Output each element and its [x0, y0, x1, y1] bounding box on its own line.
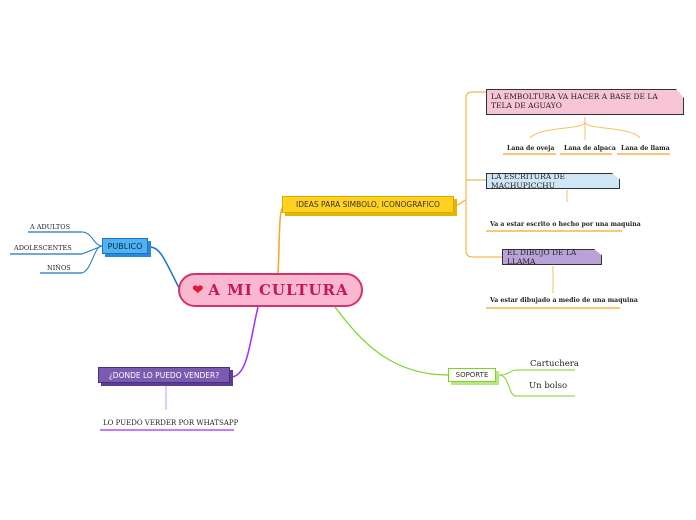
- leaf-un-bolso[interactable]: Un bolso: [529, 381, 568, 391]
- leaf-lana-alpaca[interactable]: Lana de alpaca: [564, 145, 616, 152]
- topic-publico[interactable]: PUBLICO: [102, 238, 148, 254]
- topic-ideas[interactable]: IDEAS PARA SIMBOLO, ICONOGRAFICO: [282, 196, 454, 213]
- central-topic-label: A MI CULTURA: [208, 281, 349, 299]
- link-ideas-bracket: [455, 91, 486, 206]
- link-soporte-children: [498, 369, 575, 397]
- leaf-escrito-maquina[interactable]: Va a estar escrito o hecho por una maqui…: [490, 221, 641, 228]
- leaf-adolescentes[interactable]: ADOLESCENTES: [14, 244, 72, 252]
- leaf-lana-llama[interactable]: Lana de llama: [621, 145, 670, 152]
- leaf-ninos[interactable]: NIÑOS: [47, 264, 71, 272]
- link-ideas-dibujo: [465, 200, 502, 258]
- topic-ideas-label: IDEAS PARA SIMBOLO, ICONOGRAFICO: [296, 200, 440, 209]
- leaf-cartuchera[interactable]: Cartuchera: [530, 359, 579, 369]
- link-publico-children: [81, 231, 103, 274]
- subtopic-dibujo-label: EL DIBUJO DE LA LLAMA: [507, 248, 577, 266]
- topic-soporte-label: SOPORTE: [455, 371, 489, 379]
- leaf-adultos[interactable]: A ADULTOS: [30, 223, 71, 231]
- link-central-soporte: [334, 306, 449, 376]
- subtopic-emboltura[interactable]: LA EMBOLTURA VA HACER A BASE DE LA TELA …: [486, 89, 684, 115]
- topic-donde-label: ¿DONDE LO PUEDO VENDER?: [108, 370, 220, 380]
- heart-icon: ❤: [192, 282, 205, 298]
- link-central-publico: [149, 246, 181, 291]
- subtopic-escritura[interactable]: LA ESCRITURA DE MACHUPICCHU: [486, 173, 620, 189]
- topic-soporte[interactable]: SOPORTE: [448, 368, 496, 382]
- link-emb-children: [529, 117, 641, 140]
- subtopic-emboltura-label: LA EMBOLTURA VA HACER A BASE DE LA TELA …: [491, 92, 658, 110]
- subtopic-escritura-label: LA ESCRITURA DE MACHUPICCHU: [491, 172, 566, 190]
- leaf-dibujado-maquina[interactable]: Va estar dibujado a medio de una maquina: [490, 297, 638, 304]
- leaf-lana-oveja[interactable]: Lana de oveja: [507, 145, 555, 152]
- subtopic-dibujo[interactable]: EL DIBUJO DE LA LLAMA: [502, 249, 602, 265]
- topic-publico-label: PUBLICO: [107, 241, 143, 251]
- link-central-donde: [231, 306, 259, 378]
- leaf-whatsapp[interactable]: LO PUEDO VERDER POR WHATSAPP: [103, 419, 239, 427]
- topic-donde[interactable]: ¿DONDE LO PUEDO VENDER?: [98, 367, 230, 383]
- central-topic[interactable]: ❤ A MI CULTURA: [178, 273, 363, 307]
- link-central-ideas: [277, 204, 286, 275]
